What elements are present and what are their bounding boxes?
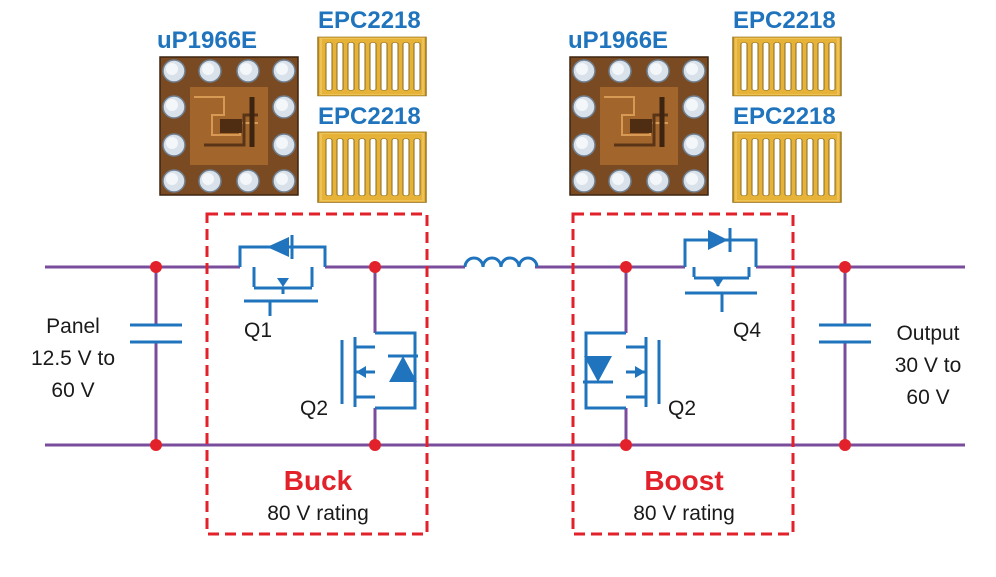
fet-label-left-bottom: EPC2218 <box>318 103 421 130</box>
boost-stage-box <box>571 212 795 536</box>
boost-rating: 80 V rating <box>633 502 735 525</box>
buck-title: Buck <box>284 465 353 496</box>
output-label-line3: 60 V <box>906 386 949 409</box>
fet-label-right-top: EPC2218 <box>733 7 836 34</box>
junction-nodes <box>150 261 851 451</box>
boost-title: Boost <box>644 465 723 496</box>
output-capacitor <box>819 323 871 344</box>
input-label-line1: Panel <box>46 315 100 338</box>
boost-q-low-label: Q2 <box>668 397 696 420</box>
buck-stage-box <box>205 212 429 536</box>
controller-label-left: uP1966E <box>157 27 257 54</box>
boost-low-side-fet <box>583 331 661 410</box>
fet-label-right-bottom: EPC2218 <box>733 103 836 130</box>
boost-q-high-label: Q4 <box>733 319 761 342</box>
output-label-line2: 30 V to <box>895 354 962 377</box>
input-capacitor <box>130 323 182 344</box>
fet-chip-photo-left-top <box>317 36 427 97</box>
input-label-line2: 12.5 V to <box>31 347 115 370</box>
boost-high-side-fet <box>683 228 758 312</box>
fet-chip-photo-left-bottom <box>317 131 427 204</box>
buck-low-side-fet <box>340 331 418 410</box>
buck-q-high-label: Q1 <box>244 319 272 342</box>
output-label-line1: Output <box>896 322 959 345</box>
buck-q-low-label: Q2 <box>300 397 328 420</box>
fet-chip-photo-right-bottom <box>732 131 842 204</box>
input-label-line3: 60 V <box>51 379 94 402</box>
fet-chip-photo-right-top <box>732 36 842 97</box>
controller-chip-photo-left <box>160 57 298 195</box>
inductor <box>463 256 539 268</box>
vertical-wires <box>154 267 847 445</box>
buck-high-side-fet <box>238 235 327 316</box>
fet-label-left-top: EPC2218 <box>318 7 421 34</box>
controller-chip-photo-right <box>570 57 708 195</box>
controller-label-right: uP1966E <box>568 27 668 54</box>
buck-rating: 80 V rating <box>267 502 369 525</box>
